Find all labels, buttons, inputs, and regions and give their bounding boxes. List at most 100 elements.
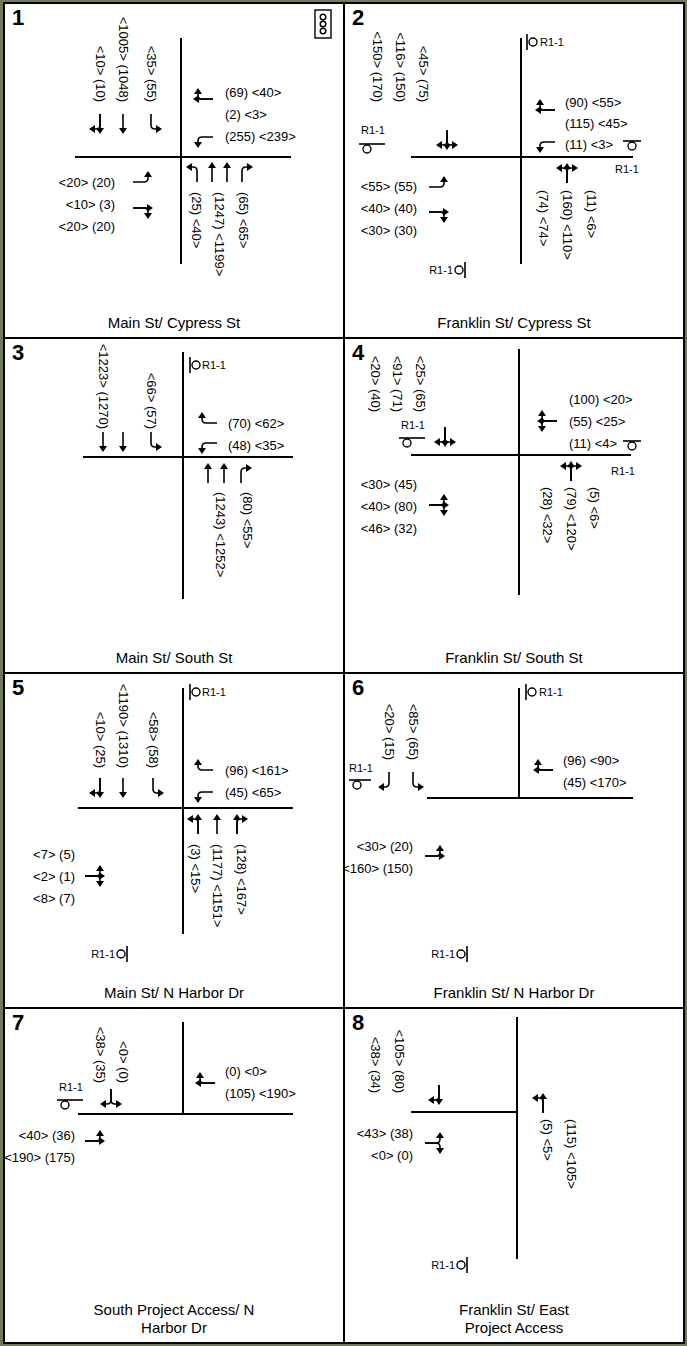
lane-arrow <box>429 176 448 187</box>
volume-label: <7> (5) <box>33 847 75 862</box>
volume-label: (65) <65> <box>236 192 251 248</box>
lane-arrow <box>220 463 228 483</box>
volume-label: <20> (40) <box>368 356 383 412</box>
stop-sign-symbol <box>190 684 200 700</box>
stop-sign-symbol <box>363 145 371 153</box>
lane-arrow <box>425 1143 444 1154</box>
volume-label: (11) <6> <box>584 190 599 238</box>
stop-sign-symbol <box>192 361 200 369</box>
sign-code: R1-1 <box>91 948 115 961</box>
stop-sign-symbol <box>359 143 385 145</box>
lane-arrow <box>413 772 424 791</box>
intersection-panel: 3Main St/ South St <box>3 337 345 674</box>
stop-sign-symbol <box>349 780 371 789</box>
volume-label: <105> (80) <box>392 1029 407 1093</box>
volume-label: <91> (71) <box>390 356 405 412</box>
volume-label: <10> (3) <box>66 197 115 212</box>
lane-arrow <box>151 432 162 451</box>
volume-label: (100) <20> <box>569 392 633 407</box>
lane-arrow <box>208 162 216 182</box>
stop-sign-symbol <box>466 1257 468 1273</box>
stop-sign-symbol <box>403 439 411 447</box>
volume-label: <38> (35) <box>93 1027 108 1083</box>
lane-arrow <box>194 137 213 148</box>
volume-label: <30> (30) <box>361 223 417 238</box>
road-line <box>427 688 633 798</box>
lane-arrow <box>429 176 448 187</box>
sign-code: R1-1 <box>431 948 455 961</box>
panel-number: 6 <box>352 675 364 701</box>
intersection-sketch <box>349 684 633 962</box>
stop-sign-symbol <box>457 1261 465 1269</box>
sign-code: R1-1 <box>429 264 453 277</box>
volume-label: <1190> (1310) <box>116 684 131 768</box>
lane-arrow <box>536 142 555 153</box>
intersection-panel: 5Main St/ N Harbor Dr <box>3 672 345 1009</box>
lane-arrow <box>429 505 448 516</box>
sign-code: R1-1 <box>611 465 635 478</box>
lane-arrow <box>556 163 578 183</box>
lane-arrow <box>151 114 162 133</box>
volume-label: <25> (65) <box>413 356 428 412</box>
panel-ground <box>343 2 685 339</box>
lane-arrow <box>89 114 104 134</box>
stop-sign-symbol <box>349 779 371 781</box>
lane-arrow <box>429 212 448 223</box>
stop-sign-symbol <box>57 1099 83 1101</box>
volume-label: <30> (45) <box>361 477 417 492</box>
intersection-name: Main St/ Cypress St <box>108 314 241 332</box>
lane-arrow <box>89 114 100 133</box>
volume-label: <38> (34) <box>368 1037 383 1093</box>
lane-arrow <box>111 1089 122 1108</box>
stop-sign-symbol <box>57 1100 83 1109</box>
volume-label: <40> (40) <box>361 201 417 216</box>
panel-number: 3 <box>12 340 24 366</box>
lane-arrow <box>198 443 217 454</box>
stop-sign-symbol <box>464 262 466 278</box>
lane-arrow <box>153 778 164 797</box>
volume-label: (45) <65> <box>225 785 281 800</box>
volume-label: (115) <105> <box>564 1119 579 1189</box>
lane-arrow <box>567 164 578 183</box>
lane-arrow <box>133 171 152 182</box>
sign-code: R1-1 <box>431 1259 455 1272</box>
lane-arrow <box>425 1132 444 1143</box>
lane-arrow <box>242 163 253 182</box>
lane-arrow <box>220 463 228 483</box>
panel-number: 1 <box>12 5 24 31</box>
lane-arrow <box>100 1089 122 1108</box>
lane-arrow <box>133 204 153 219</box>
stop-sign-symbol <box>623 441 641 450</box>
lane-arrow <box>194 814 202 834</box>
lane-arrow <box>223 162 231 182</box>
intersection-name: Franklin St/ Cypress St <box>437 314 590 332</box>
lane-arrow <box>186 163 197 182</box>
lane-arrow <box>241 464 252 483</box>
lane-arrow <box>119 778 127 798</box>
lane-arrow <box>133 171 152 182</box>
lane-arrow <box>429 494 449 516</box>
stop-sign-symbol <box>528 688 536 696</box>
lane-arrow <box>119 114 127 134</box>
lane-arrow <box>119 114 127 134</box>
panel-ground <box>3 2 345 339</box>
road-line <box>83 352 293 599</box>
volume-label: (5) <5> <box>540 1119 555 1161</box>
lane-arrow <box>198 412 217 423</box>
sign-code: R1-1 <box>361 124 385 137</box>
panel-ground <box>3 672 345 1009</box>
signal-symbol <box>315 10 331 38</box>
lane-arrow <box>425 845 445 860</box>
volume-label: <85> (65) <box>406 704 421 760</box>
sign-code: R1-1 <box>202 686 226 699</box>
stop-sign-symbol <box>117 946 127 962</box>
volume-label: (2) <3> <box>225 107 267 122</box>
volume-label: (255) <239> <box>225 129 296 144</box>
volume-label: (69) <40> <box>225 85 281 100</box>
lane-arrow <box>434 427 456 447</box>
stop-sign-symbol <box>457 946 467 962</box>
volume-label: <10> (10) <box>93 46 108 102</box>
lane-arrow <box>233 814 248 834</box>
stop-sign-symbol <box>190 357 200 373</box>
volume-label: <45> (75) <box>416 46 431 102</box>
